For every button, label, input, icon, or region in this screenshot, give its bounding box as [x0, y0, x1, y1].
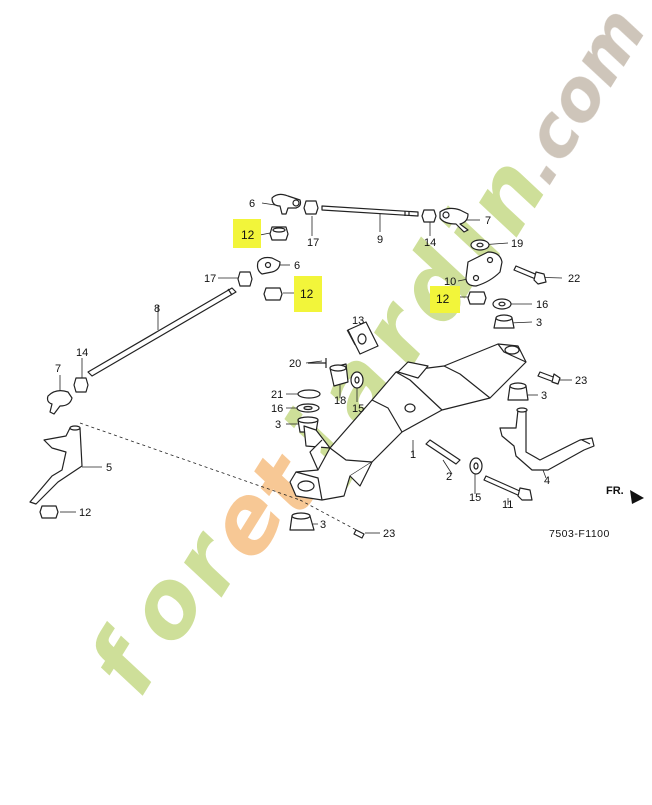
nut-17-mid: [237, 271, 253, 287]
front-arrow-icon: [630, 490, 644, 504]
diagram-code: 7503-F1100: [549, 528, 610, 540]
washer-15-lower: [469, 457, 483, 475]
highlight-label-12-right[interactable]: 12: [436, 292, 450, 306]
callout-16-left: 16: [271, 403, 283, 415]
callout-2: 2: [446, 471, 452, 483]
highlight-box-12-mid: [294, 276, 322, 312]
bolt-11: [483, 475, 533, 501]
nut-17-upper: [303, 200, 319, 215]
nut-12-lower: [39, 505, 59, 519]
callout-21: 21: [271, 389, 283, 401]
bolt-23-bottom: [353, 529, 365, 539]
callout-5: 5: [106, 462, 112, 474]
nut-14-mid: [73, 377, 89, 393]
ball-joint-6-mid: [256, 256, 281, 275]
callout-16-right: 16: [536, 299, 548, 311]
highlight-box-12-right: [430, 286, 460, 313]
spindle-4: [499, 407, 595, 471]
highlight-label-12-upper[interactable]: 12: [241, 228, 255, 242]
callout-3-left: 3: [275, 419, 281, 431]
callout-14-upper: 14: [424, 237, 436, 249]
nut-14-upper: [421, 209, 437, 223]
callout-14-left: 14: [76, 347, 88, 359]
callout-23-right: 23: [575, 375, 587, 387]
callout-15-center: 15: [352, 403, 364, 415]
callout-20: 20: [289, 358, 301, 370]
tie-rod-9: [321, 205, 419, 217]
front-marker: FR.: [606, 485, 624, 497]
washer-19: [470, 239, 490, 251]
highlight-box-12-upper: [233, 219, 261, 248]
callout-3-bottom: 3: [320, 519, 326, 531]
pivot-block-13: [347, 321, 379, 355]
callout-6-upper: 6: [249, 198, 255, 210]
washer-16-left: [296, 403, 320, 413]
bushing-3-upper-right: [493, 314, 515, 329]
nut-12-right: [467, 291, 487, 305]
pin-20: [308, 358, 327, 368]
callout-17-upper: 17: [307, 237, 319, 249]
callout-7-upper: 7: [485, 215, 491, 227]
ball-joint-6-upper: [271, 193, 302, 215]
axle-beam-1: [289, 343, 527, 501]
callout-23-bottom: 23: [383, 528, 395, 540]
callout-10: 10: [444, 276, 456, 288]
callout-9: 9: [377, 234, 383, 246]
washer-21: [297, 389, 321, 399]
callout-19: 19: [511, 238, 523, 250]
washer-15-center: [350, 371, 364, 389]
callout-22: 22: [568, 273, 580, 285]
bushing-3-lower-right: [507, 382, 529, 401]
parts: [29, 193, 644, 539]
ball-joint-7-upper: [439, 207, 469, 233]
callout-18: 18: [334, 395, 346, 407]
callout-1: 1: [410, 449, 416, 461]
bushing-3-bottom: [289, 512, 315, 531]
callout-7-left: 7: [55, 363, 61, 375]
nut-12-upper: [269, 226, 289, 241]
highlight-label-12-mid[interactable]: 12: [300, 287, 314, 301]
steering-arm-10: [465, 251, 503, 287]
callout-4: 4: [544, 475, 550, 487]
pin-2: [425, 439, 461, 465]
nut-12-mid: [263, 287, 283, 301]
spacer-18: [329, 363, 349, 387]
callout-15-lower: 15: [469, 492, 481, 504]
highlight-boxes: 12 12 12: [233, 219, 460, 313]
callout-17-mid: 17: [204, 273, 216, 285]
bolt-22: [513, 265, 547, 285]
callout-numbers: 6 17 9 14 7 19 10 22 16 3 17 6 8 13 14 7…: [55, 198, 624, 540]
callout-11: 11: [502, 499, 513, 511]
spindle-5: [29, 425, 83, 505]
callout-12-lower: 12: [79, 507, 91, 519]
callout-6-mid: 6: [294, 260, 300, 272]
callout-13: 13: [352, 315, 364, 327]
washer-16-right: [492, 298, 512, 310]
callout-3-upper-right: 3: [536, 317, 542, 329]
ball-joint-7-left: [46, 390, 73, 415]
callout-8: 8: [154, 303, 160, 315]
svg-text:.com: .com: [493, 0, 652, 197]
watermark: f o r e t j a r d i n .com: [68, 0, 652, 712]
tie-rod-8: [87, 287, 237, 377]
callout-3-lower-right: 3: [541, 390, 547, 402]
bolt-23-right: [537, 371, 561, 385]
